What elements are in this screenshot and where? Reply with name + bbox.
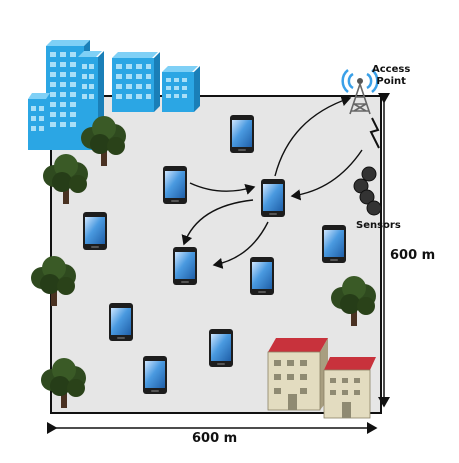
smartphone-icon: [163, 166, 187, 204]
smartphone-icon: [322, 225, 346, 263]
smartphone-icon: [250, 257, 274, 295]
link-arrow: [212, 221, 269, 269]
width-dimension-label: 600 m: [192, 431, 238, 446]
smartphone-icon: [173, 247, 197, 285]
smartphone-icon: [109, 303, 133, 341]
wifi-tower-icon: [341, 69, 380, 149]
sensor-node-icon: [359, 189, 375, 205]
sensor-node-icon: [361, 166, 377, 182]
smartphone-icon: [209, 329, 233, 367]
office-building-icon: [28, 40, 200, 150]
link-arrow: [274, 95, 352, 177]
link-arrow: [181, 199, 254, 246]
smartphone-icon: [261, 179, 285, 217]
sensor-node-icon: [366, 200, 382, 216]
link-arrow: [290, 149, 363, 201]
access-point-label: Access Point: [372, 64, 411, 87]
link-arrow: [189, 182, 256, 195]
smartphone-icon: [83, 212, 107, 250]
residential-building-icon: [267, 338, 376, 419]
smartphone-icon: [230, 115, 254, 153]
sensor-cluster: [353, 166, 382, 216]
smartphone-icon: [143, 356, 167, 394]
sensors-label: Sensors: [356, 220, 401, 231]
height-dimension-label: 600 m: [390, 248, 436, 263]
